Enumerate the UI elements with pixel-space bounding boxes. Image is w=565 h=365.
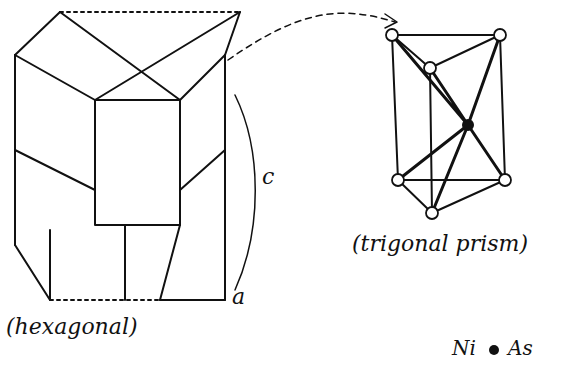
structure-caption: (hexagonal)	[6, 315, 138, 339]
axis-label: c	[262, 165, 274, 189]
atom-label: As	[508, 337, 533, 359]
axis-label: a	[232, 285, 245, 309]
atom-label: Ni	[452, 337, 476, 359]
structure-caption: (trigonal prism)	[352, 232, 528, 256]
